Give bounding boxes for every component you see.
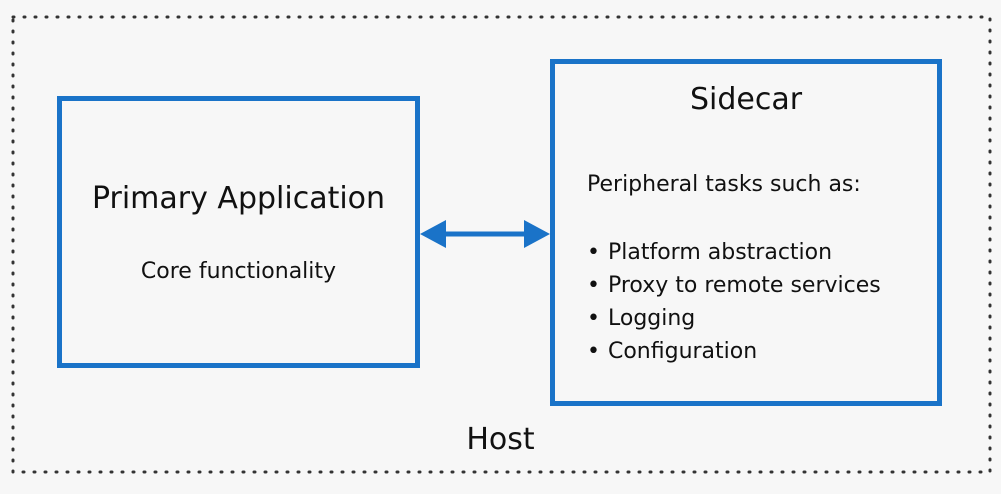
task-item: Logging: [587, 302, 881, 335]
bidirectional-arrow-icon: [420, 220, 550, 248]
task-item: Platform abstraction: [587, 236, 881, 269]
primary-application-box: Primary Application Core functionality: [57, 96, 420, 368]
primary-application-title: Primary Application: [91, 181, 386, 216]
task-item: Proxy to remote services: [587, 269, 881, 302]
sidecar-task-list: Platform abstraction Proxy to remote ser…: [587, 236, 881, 368]
primary-application-subtitle: Core functionality: [140, 259, 337, 284]
sidecar-box: Sidecar Peripheral tasks such as: Platfo…: [550, 59, 942, 406]
host-label: Host: [466, 422, 535, 457]
sidecar-title: Sidecar: [689, 82, 803, 117]
sidecar-intro: Peripheral tasks such as:: [587, 172, 861, 197]
task-item: Configuration: [587, 335, 881, 368]
